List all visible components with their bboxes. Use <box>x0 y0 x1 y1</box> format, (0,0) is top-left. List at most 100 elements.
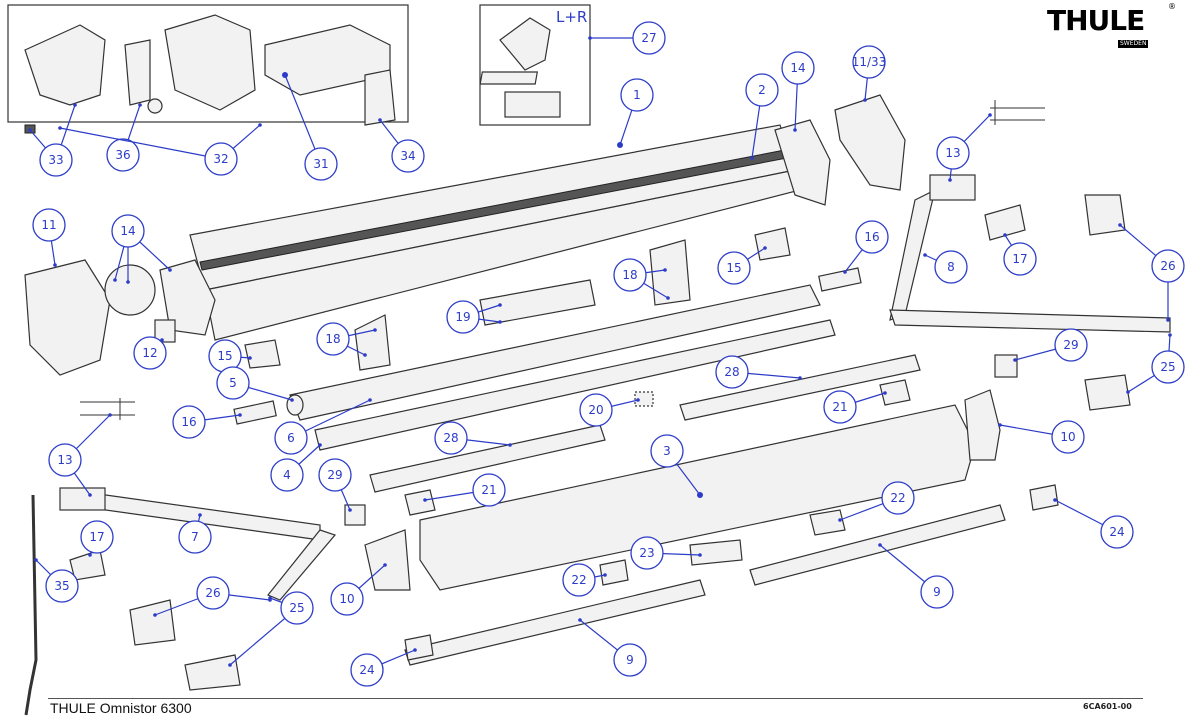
part-plug-16 <box>233 400 277 425</box>
callout-ring <box>852 45 886 79</box>
callout-3: 3 <box>650 434 703 498</box>
leader-end <box>948 178 952 182</box>
callout-19: 19 <box>446 300 502 334</box>
callout-1: 1 <box>617 78 654 148</box>
callout-ring <box>216 366 250 400</box>
part-cover-11-33 <box>834 94 906 191</box>
callout-number: 10 <box>1060 430 1075 444</box>
leader-end <box>1053 498 1057 502</box>
leader-end <box>750 156 754 160</box>
callout-10: 10 <box>330 563 387 616</box>
leader-end <box>988 113 992 117</box>
leader-end <box>228 663 232 667</box>
drawing-code: 6CA601-00 <box>1083 702 1132 711</box>
parts <box>24 14 1171 716</box>
callout-number: 9 <box>933 585 941 599</box>
leader-end <box>763 246 767 250</box>
part-endplate-27 <box>499 17 551 71</box>
callout-number: 20 <box>588 403 603 417</box>
leader-end <box>198 513 202 517</box>
leader-end <box>498 320 502 324</box>
leader-end <box>588 36 592 40</box>
callout-15: 15 <box>208 339 252 373</box>
callout-ring <box>632 21 666 55</box>
callout-ring <box>934 250 968 284</box>
leader-end <box>663 268 667 272</box>
leader-end <box>363 353 367 357</box>
callout-26: 26 <box>1118 223 1185 322</box>
callout-number: 1 <box>633 88 641 102</box>
leader-end <box>578 618 582 622</box>
callout-10: 10 <box>998 420 1085 454</box>
part-profile-4 <box>314 319 836 451</box>
callout-number: 5 <box>229 376 237 390</box>
part-armhead-13-left <box>59 487 106 511</box>
callout-ring <box>204 142 238 176</box>
callout-number: 18 <box>622 268 637 282</box>
callout-25: 25 <box>1126 333 1185 394</box>
part-bracket-21-left <box>404 489 436 516</box>
callout-ring <box>717 251 751 285</box>
callout-22: 22 <box>838 481 915 522</box>
part-bar-28-left <box>369 424 606 493</box>
leader-end <box>238 413 242 417</box>
callout-24: 24 <box>1053 498 1134 549</box>
callout-ring <box>1100 515 1134 549</box>
callout-ring <box>106 138 140 172</box>
callout-18: 18 <box>316 322 377 357</box>
callout-ring <box>1051 420 1085 454</box>
leader-end <box>863 98 867 102</box>
part-foot-25-right <box>1084 374 1131 411</box>
leader-end <box>73 103 77 107</box>
callout-21: 21 <box>423 473 506 507</box>
callout-15: 15 <box>717 246 767 285</box>
leader-end <box>378 118 382 122</box>
callout-ring <box>196 576 230 610</box>
part-leg-9-right <box>749 504 1006 586</box>
leader-end <box>498 303 502 307</box>
part-clip-22-right <box>809 509 846 536</box>
leader-end <box>153 613 157 617</box>
leader-end <box>1003 233 1007 237</box>
callout-29: 29 <box>1013 328 1088 362</box>
part-rail-19 <box>479 279 596 326</box>
callout-27: 27 <box>588 21 666 55</box>
part-foot-26-right <box>1084 194 1126 236</box>
part-clip-24-right <box>1029 484 1059 511</box>
part-bracket-15-left <box>244 339 281 369</box>
callout-ring <box>715 355 749 389</box>
callout-17: 17 <box>1003 233 1037 276</box>
part-bracket-18-right <box>649 239 691 306</box>
callout-number: 17 <box>1012 252 1027 266</box>
callout-number: 36 <box>115 148 130 162</box>
callout-number: 15 <box>726 261 741 275</box>
leader-end <box>666 296 670 300</box>
callout-ring <box>562 563 596 597</box>
callout-9: 9 <box>578 618 647 677</box>
endcap-kit-box <box>479 4 591 126</box>
leader-end <box>793 128 797 132</box>
callout-ring <box>745 73 779 107</box>
callout-22: 22 <box>562 563 607 597</box>
callout-number: 27 <box>641 31 656 45</box>
callout-23: 23 <box>630 536 702 570</box>
leader-end <box>878 543 882 547</box>
callout-number: 32 <box>213 152 228 166</box>
callout-number: 24 <box>1109 525 1124 539</box>
callout-5: 5 <box>216 366 294 402</box>
leader-end <box>268 596 272 600</box>
part-plug-16-right <box>818 267 862 292</box>
leader-end <box>168 268 172 272</box>
leader-end <box>258 123 262 127</box>
leader-end <box>636 398 640 402</box>
callout-number: 4 <box>283 468 291 482</box>
callout-number: 11/33 <box>852 55 887 69</box>
leader-end <box>290 398 294 402</box>
callout-13: 13 <box>48 413 112 497</box>
callout-36: 36 <box>106 103 142 172</box>
callout-number: 21 <box>832 400 847 414</box>
callout-number: 28 <box>724 365 739 379</box>
callout-number: 35 <box>54 579 69 593</box>
accessory-box <box>7 4 409 123</box>
